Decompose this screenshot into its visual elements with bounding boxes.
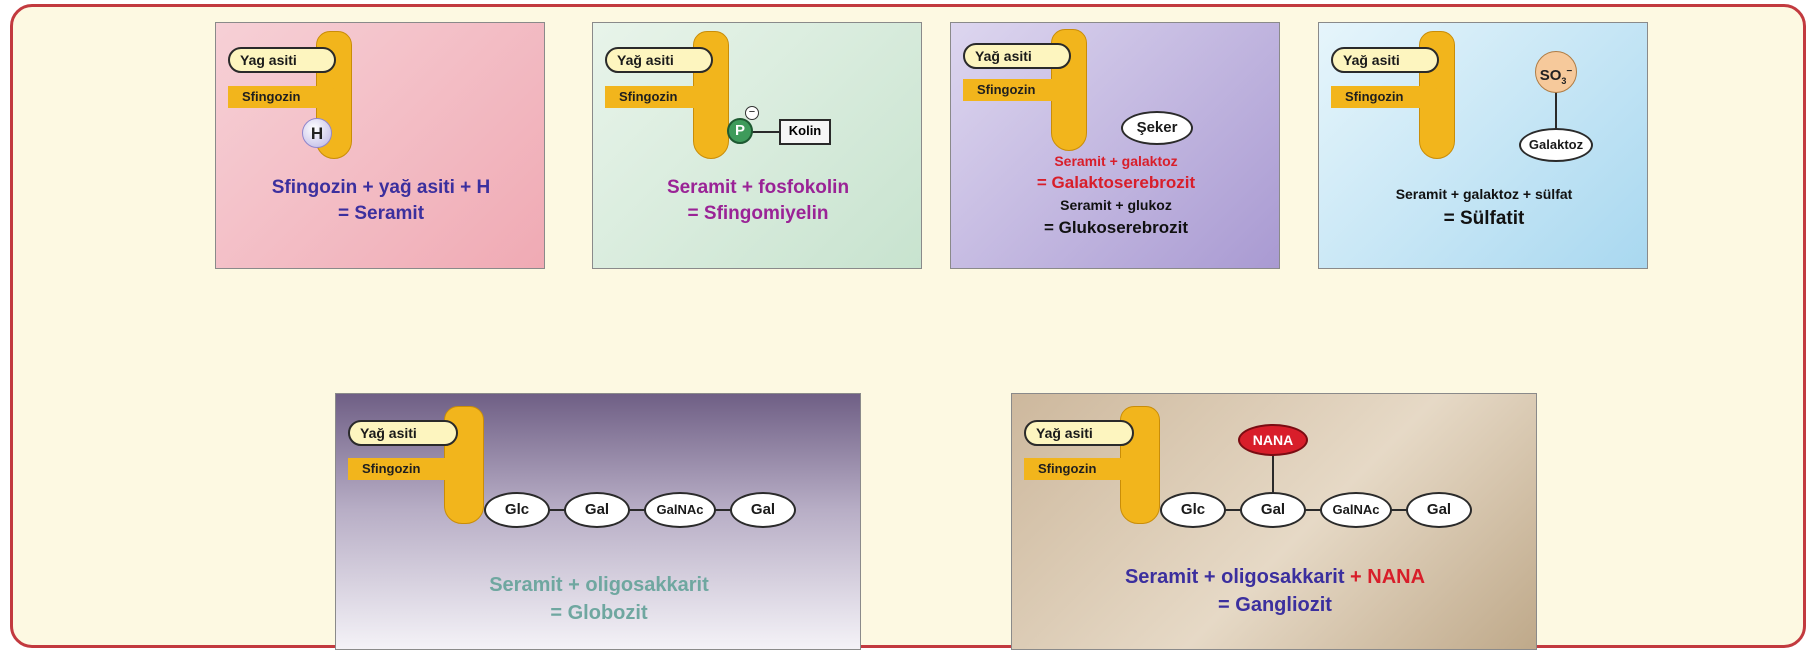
sugar-chain-bond <box>496 509 776 511</box>
ganglioside-panel: Sfingozin Yağ asiti NANA Glc Gal GalNAc … <box>1011 393 1537 650</box>
caption-line1: Seramit + oligosakkarit + NANA <box>1012 566 1536 589</box>
hydrogen-group: H <box>302 118 332 148</box>
glc-oval: Glc <box>1160 492 1226 528</box>
sulfate-charge: − <box>1566 66 1573 77</box>
caption-line1: Sfingozin + yağ asiti + H <box>271 177 491 198</box>
caption-line2: = Seramit <box>337 203 425 224</box>
glucose-line: Seramit + glukoz <box>1060 197 1172 213</box>
nana-bond <box>1272 454 1274 494</box>
globoside-panel: Sfingozin Yağ asiti Glc Gal GalNAc Gal S… <box>335 393 861 650</box>
phosphate-bond <box>751 131 781 133</box>
fatty-acid-label: Yağ asiti <box>1024 420 1134 446</box>
sulfate-label: SO <box>1539 67 1562 84</box>
charge-icon: − <box>745 106 759 120</box>
phosphate-group: P <box>727 118 753 144</box>
choline-box: Kolin <box>779 119 831 145</box>
fatty-acid-label: Yag asiti <box>228 47 336 73</box>
galactose-oval: Galaktoz <box>1519 128 1593 162</box>
sphingosine-label: Sfingozin <box>228 86 338 108</box>
nana-text: + NANA <box>1344 566 1426 588</box>
caption-line2: = Sülfatit <box>1443 208 1525 229</box>
glucocerebroside-line: = Glukoserebrozit <box>1043 218 1189 237</box>
sphingosine-label: Sfingozin <box>605 86 715 108</box>
sulfate-subscript: 3 <box>1561 76 1567 86</box>
sugar-chain-bond <box>1172 509 1452 511</box>
fatty-acid-label: Yağ asiti <box>605 47 713 73</box>
gal-oval: Gal <box>730 492 796 528</box>
fatty-acid-label: Yağ asiti <box>1331 47 1439 73</box>
sulfate-group: SO3− <box>1535 51 1577 93</box>
sphingosine-label: Sfingozin <box>348 458 464 480</box>
nana-oval: NANA <box>1238 424 1308 456</box>
sphingosine-label: Sfingozin <box>1024 458 1140 480</box>
galactose-line: Seramit + galaktoz <box>1054 153 1178 169</box>
fatty-acid-label: Yağ asiti <box>963 43 1071 69</box>
sphingosine-label: Sfingozin <box>963 79 1073 101</box>
galnac-oval: GalNAc <box>644 492 716 528</box>
caption-line1: Seramit + fosfokolin <box>666 177 850 198</box>
sphingomyelin-panel: Sfingozin Yağ asiti P − Kolin Seramit + … <box>592 22 922 269</box>
sphingosine-label: Sfingozin <box>1331 86 1441 108</box>
fatty-acid-label: Yağ asiti <box>348 420 458 446</box>
cerebroside-panel: Sfingozin Yağ asiti Şeker Seramit + gala… <box>950 22 1280 269</box>
caption-line1: Seramit + oligosakkarit <box>489 574 709 596</box>
glc-oval: Glc <box>484 492 550 528</box>
galactocerebroside-line: = Galaktoserebrozit <box>1036 173 1196 192</box>
sugar-oval: Şeker <box>1121 111 1193 145</box>
sulfate-bond <box>1555 91 1557 129</box>
gal-oval: Gal <box>1406 492 1472 528</box>
gal-oval: Gal <box>564 492 630 528</box>
sulfatide-panel: Sfingozin Yağ asiti SO3− Galaktoz Serami… <box>1318 22 1648 269</box>
caption-line2: = Sfingomiyelin <box>687 203 829 224</box>
gal-oval: Gal <box>1240 492 1306 528</box>
caption-line1: Seramit + galaktoz + sülfat <box>1395 186 1573 202</box>
ceramide-panel: Sfingozin Yag asiti H Sfingozin + yağ as… <box>215 22 545 269</box>
caption-line2: = Gangliozit <box>1218 594 1332 616</box>
galnac-oval: GalNAc <box>1320 492 1392 528</box>
caption-line2: = Globozit <box>550 602 648 624</box>
oligosaccharide-text: Seramit + oligosakkarit <box>1124 566 1345 588</box>
